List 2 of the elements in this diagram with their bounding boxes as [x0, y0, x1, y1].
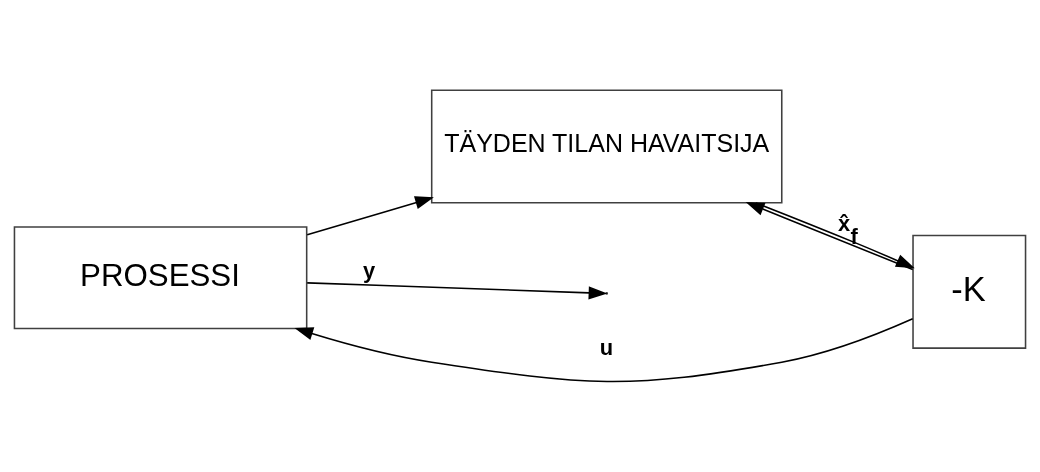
edge-label: u: [599, 334, 614, 360]
edge-label: y: [362, 258, 376, 284]
